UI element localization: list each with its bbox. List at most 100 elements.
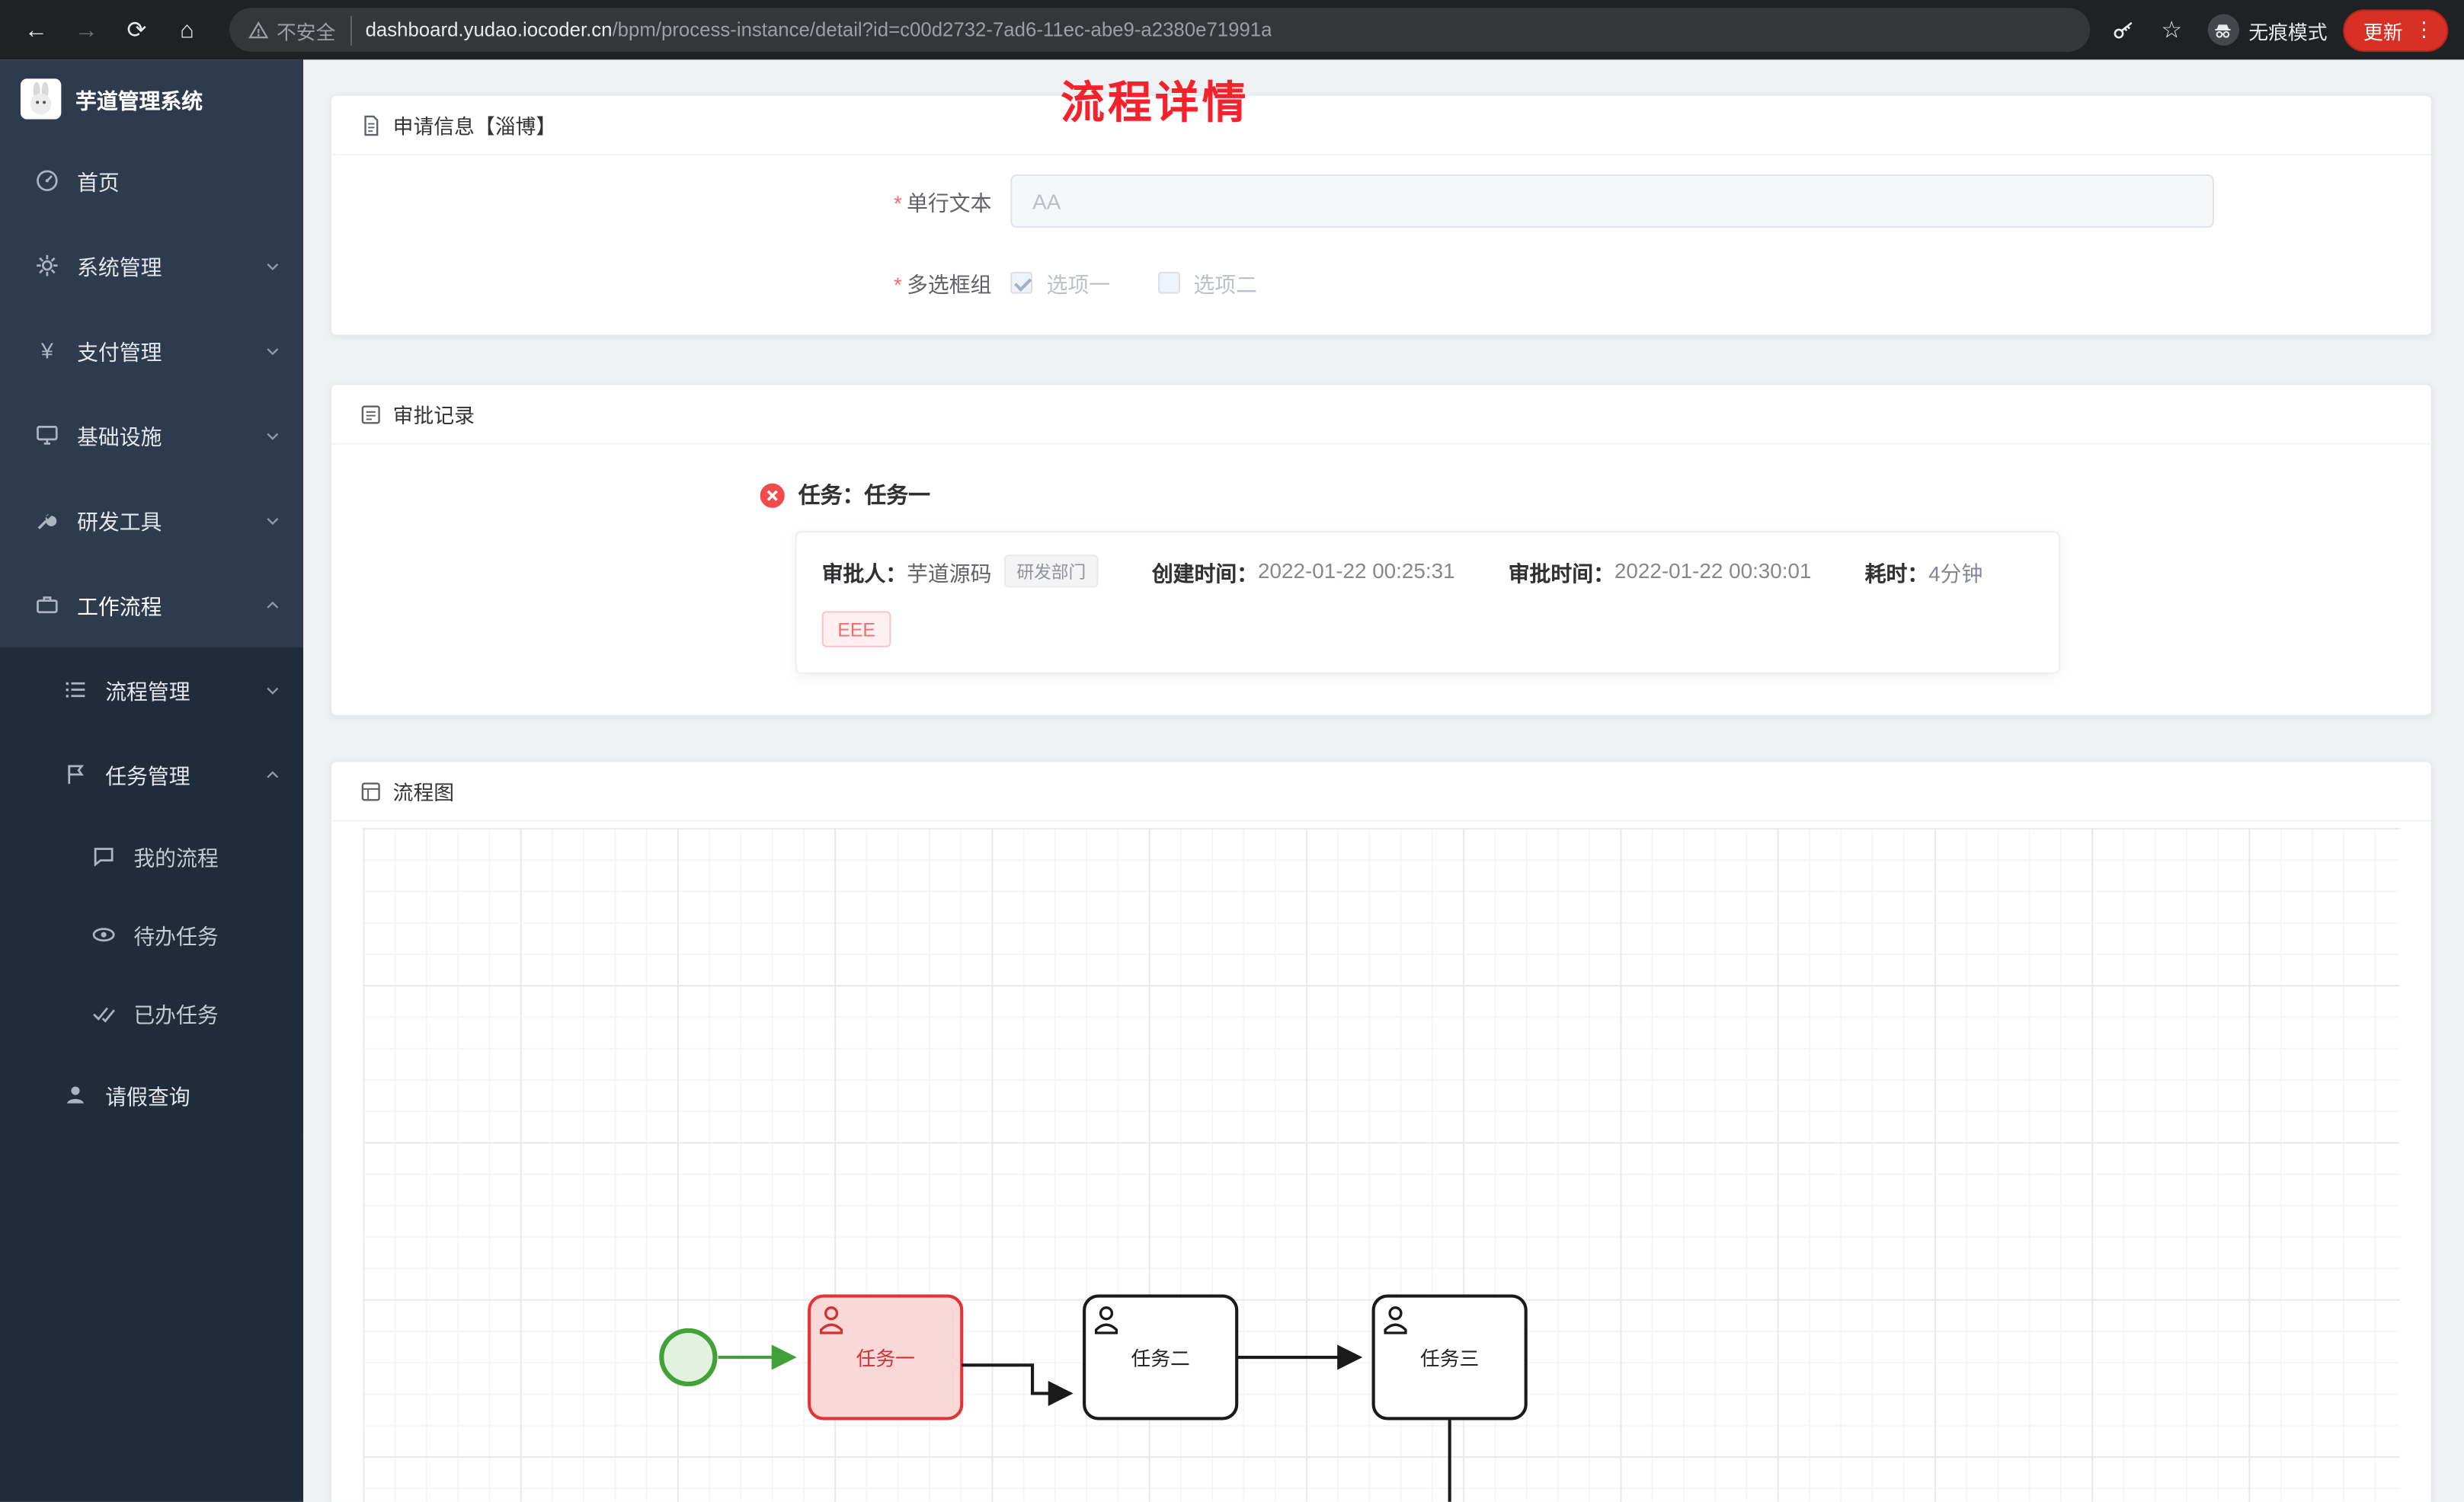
page-title: 流程详情 — [1061, 78, 1250, 128]
chevron-up-icon — [267, 600, 279, 608]
forward-button[interactable]: → — [74, 16, 98, 43]
security-indicator[interactable]: 不安全 — [248, 14, 352, 45]
checkbox-group: 选项一 选项二 — [1010, 256, 1257, 309]
incognito-indicator: 无痕模式 — [2207, 14, 2328, 46]
apply-info-card: 申请信息【淄博】 *单行文本 *多选框组 选项一 — [330, 94, 2433, 337]
diagram-card-title: 流程图 — [392, 781, 455, 804]
approval-records-card: 审批记录 任务：任务一 审批人： 芋道源码 — [330, 383, 2433, 717]
sidebar-item-todo-tasks[interactable]: 待办任务 — [0, 896, 303, 974]
approval-card-title: 审批记录 — [392, 404, 475, 427]
document-icon — [364, 114, 379, 136]
sidebar-item-label: 流程管理 — [105, 680, 190, 704]
workflow-submenu: 流程管理 任务管理 我的流程 待办任务 — [0, 647, 304, 1138]
chevron-down-icon — [267, 262, 279, 270]
monitor-icon — [37, 425, 58, 445]
checkbox-label: 选项一 — [1046, 273, 1111, 297]
apply-form: *单行文本 *多选框组 选项一 选项二 — [331, 155, 2431, 334]
back-button[interactable]: ← — [24, 16, 48, 43]
dashboard-icon — [37, 170, 58, 191]
flag-icon — [68, 765, 84, 785]
sidebar-item-devtools[interactable]: 研发工具 — [0, 478, 303, 562]
checkbox-option-1: 选项一 — [1010, 267, 1110, 299]
sidebar-item-process-mgmt[interactable]: 流程管理 — [0, 647, 303, 732]
eye-icon — [92, 928, 115, 942]
incognito-icon — [2207, 14, 2239, 46]
app-logo[interactable]: 芋道管理系统 — [0, 59, 303, 138]
sidebar-item-label: 待办任务 — [133, 925, 219, 949]
sidebar-item-task-mgmt[interactable]: 任务管理 — [0, 732, 303, 817]
form-row-checkbox: *多选框组 选项一 选项二 — [331, 256, 2431, 309]
browser-menu-icon[interactable]: ⋮ — [2414, 17, 2434, 41]
bpmn-start-event[interactable] — [659, 1328, 718, 1387]
sidebar-filler — [0, 1137, 304, 1502]
dept-tag: 研发部门 — [1003, 554, 1099, 588]
checkbox-option-2: 选项二 — [1157, 267, 1257, 299]
required-asterisk: * — [894, 191, 902, 216]
update-label: 更新 — [2363, 21, 2403, 43]
bpmn-task-1[interactable]: 任务一 — [808, 1294, 964, 1421]
created-group: 创建时间： 2022-01-22 00:25:31 — [1152, 555, 1455, 586]
process-diagram-card: 流程图 — [330, 760, 2433, 1502]
reload-button[interactable]: ⟳ — [126, 17, 147, 44]
sidebar-item-infra[interactable]: 基础设施 — [0, 393, 303, 478]
briefcase-icon — [37, 596, 58, 614]
sidebar-item-system[interactable]: 系统管理 — [0, 223, 303, 308]
sidebar-item-label: 任务管理 — [105, 765, 190, 789]
assignee-label: 审批人： — [821, 561, 907, 586]
required-asterisk: * — [894, 273, 902, 297]
checkbox-label: 选项二 — [1193, 273, 1257, 297]
approval-timeline: 任务：任务一 审批人： 芋道源码 研发部门 创建时间： — [759, 479, 2431, 674]
bpmn-canvas[interactable]: 任务一 任务二 — [363, 827, 2400, 1502]
user-task-icon — [820, 1306, 843, 1334]
sidebar-item-home[interactable]: 首页 — [0, 139, 303, 223]
created-value: 2022-01-22 00:25:31 — [1258, 559, 1455, 583]
url-path: /bpm/process-instance/detail?id=c00d2732… — [612, 18, 1272, 41]
user-task-icon — [1094, 1306, 1118, 1334]
chat-bubble-icon — [94, 848, 114, 867]
record-icon — [361, 404, 380, 423]
duration-group: 耗时： 4分钟 — [1865, 555, 1983, 586]
field-label: *多选框组 — [894, 273, 992, 297]
sidebar-item-label: 研发工具 — [77, 510, 162, 535]
task2-label: 任务二 — [1131, 1347, 1190, 1369]
sidebar-item-done-tasks[interactable]: 已办任务 — [0, 974, 303, 1053]
chevron-down-icon — [267, 347, 279, 355]
sidebar-item-label: 已办任务 — [133, 1003, 219, 1027]
address-bar[interactable]: 不安全 dashboard.yudao.iocoder.cn/bpm/proce… — [229, 8, 2091, 53]
browser-chrome: ← → ⟳ ⌂ 不安全 dashboard.yudao.iocoder.cn/b… — [0, 0, 2464, 60]
created-label: 创建时间： — [1151, 561, 1259, 586]
chevron-down-icon — [267, 432, 279, 439]
sidebar-item-payment[interactable]: ¥ 支付管理 — [0, 308, 303, 392]
sidebar-item-my-process[interactable]: 我的流程 — [0, 817, 303, 896]
browser-update-button[interactable]: 更新 ⋮ — [2343, 8, 2449, 52]
home-button[interactable]: ⌂ — [180, 16, 194, 43]
yen-icon: ¥ — [40, 337, 53, 363]
key-icon[interactable] — [2112, 18, 2136, 42]
sidebar-item-label: 工作流程 — [77, 595, 162, 619]
chevron-up-icon — [267, 770, 279, 778]
sidebar-item-leave-query[interactable]: 请假查询 — [0, 1053, 303, 1137]
task1-label: 任务一 — [856, 1347, 915, 1369]
incognito-label: 无痕模式 — [2248, 21, 2328, 43]
diagram-icon — [361, 781, 380, 801]
bpmn-task-3[interactable]: 任务三 — [1371, 1294, 1528, 1421]
approved-value: 2022-01-22 00:30:01 — [1614, 559, 1812, 583]
chevron-down-icon — [267, 517, 279, 525]
person-icon — [67, 1086, 84, 1104]
warning-icon — [248, 20, 269, 38]
sidebar-item-workflow[interactable]: 工作流程 — [0, 562, 303, 647]
comment-tag: EEE — [821, 611, 891, 647]
double-check-icon — [93, 1007, 115, 1023]
sidebar-item-label: 请假查询 — [105, 1085, 190, 1110]
single-line-text-input — [1010, 174, 2215, 228]
bpmn-task-2[interactable]: 任务二 — [1083, 1294, 1239, 1421]
rejected-status-icon — [760, 482, 785, 507]
gear-icon — [37, 254, 58, 276]
bpmn-flow-task1-to-task2 — [962, 1363, 1074, 1406]
approved-label: 审批时间： — [1508, 561, 1614, 586]
form-row-text: *单行文本 — [331, 174, 2431, 228]
apply-card-title: 申请信息【淄博】 — [392, 114, 557, 139]
duration-value: 4分钟 — [1928, 561, 1983, 586]
checkbox-checked-icon — [1010, 271, 1033, 294]
bookmark-star-icon[interactable]: ☆ — [2161, 17, 2183, 44]
